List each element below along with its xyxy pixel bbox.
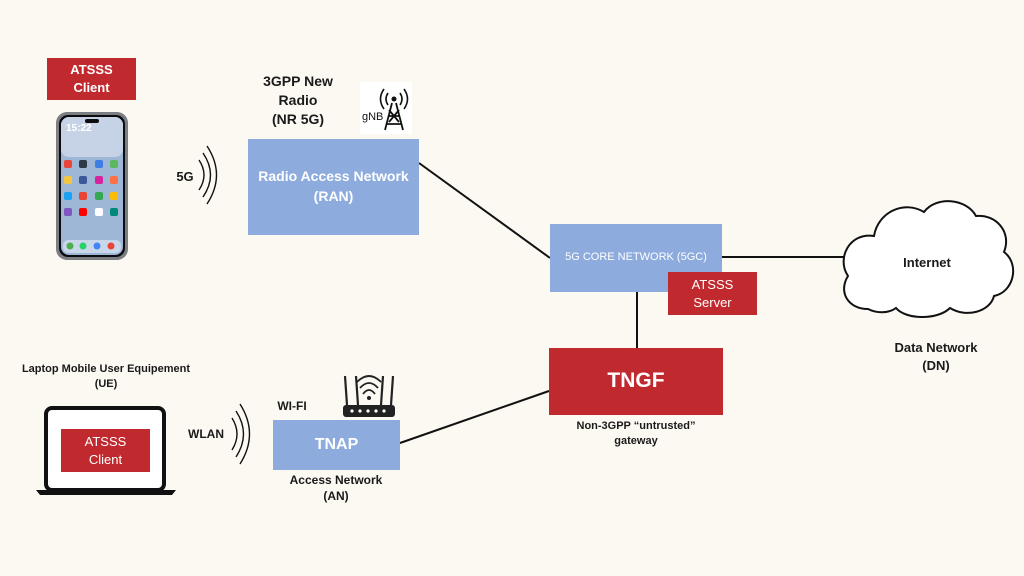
dn-line1: Data Network	[894, 340, 978, 355]
tnap-box: TNAP	[273, 420, 400, 470]
internet-cloud-icon	[842, 200, 1014, 318]
laptop-client-line2: Client	[88, 451, 123, 467]
an-line1: Access Network	[289, 473, 383, 487]
phone-client-line2: Client	[73, 80, 110, 95]
radio-title-line2: Radio	[278, 91, 318, 108]
tngf-caption: Non-3GPP “untrusted” gateway	[566, 419, 706, 449]
ran-to-core-link	[418, 162, 551, 259]
data-network-caption: Data Network (DN)	[876, 339, 996, 374]
core-network-label: 5G CORE NETWORK (5GC)	[565, 251, 707, 264]
tngf-label: TNGF	[607, 369, 665, 393]
an-line2: (AN)	[323, 489, 349, 504]
radio-title-line1: 3GPP New	[263, 73, 333, 89]
ran-line2: (RAN)	[313, 188, 354, 204]
tngf-caption-line2: gateway	[614, 434, 658, 447]
ran-line1: Radio Access Network	[258, 168, 409, 185]
gnb-label: gNB	[362, 111, 384, 123]
server-line2: Server	[693, 294, 732, 310]
tngf-caption-line1: Non-3GPP “untrusted”	[576, 420, 696, 432]
phone-client-line1: ATSSS	[70, 62, 113, 78]
wlan-link-label: WLAN	[188, 427, 224, 441]
phone-atsss-client: ATSSS Client	[47, 58, 136, 100]
wifi-router-icon	[343, 375, 395, 417]
radio-title: 3GPP New Radio (NR 5G)	[248, 72, 348, 129]
server-line1: ATSSS	[691, 276, 734, 292]
access-network-caption: Access Network (AN)	[276, 472, 396, 504]
phone-clock: 15:22	[66, 123, 92, 134]
internet-label: Internet	[903, 255, 951, 270]
tnap-label: TNAP	[314, 435, 359, 453]
ran-box: Radio Access Network (RAN)	[248, 139, 419, 235]
laptop-caption-line2: (UE)	[94, 377, 118, 390]
5g-link-label: 5G	[176, 169, 194, 184]
radio-title-line3: (NR 5G)	[271, 110, 325, 127]
tngf-box: TNGF	[549, 348, 723, 415]
laptop-atsss-client: ATSSS Client	[61, 429, 150, 472]
smartphone-icon	[56, 112, 128, 260]
5g-signal-icon	[198, 145, 218, 205]
wlan-signal-icon	[231, 403, 251, 465]
laptop-caption-line1: Laptop Mobile User Equipement	[21, 363, 191, 375]
wifi-label: WI-FI	[277, 399, 307, 413]
laptop-caption: Laptop Mobile User Equipement (UE)	[2, 362, 210, 392]
tnap-to-tngf-link	[399, 390, 550, 444]
laptop-client-line1: ATSSS	[84, 433, 127, 449]
atsss-server: ATSSS Server	[668, 272, 757, 315]
gnb-tower-icon	[360, 82, 412, 134]
dn-line2: (DN)	[922, 357, 950, 373]
